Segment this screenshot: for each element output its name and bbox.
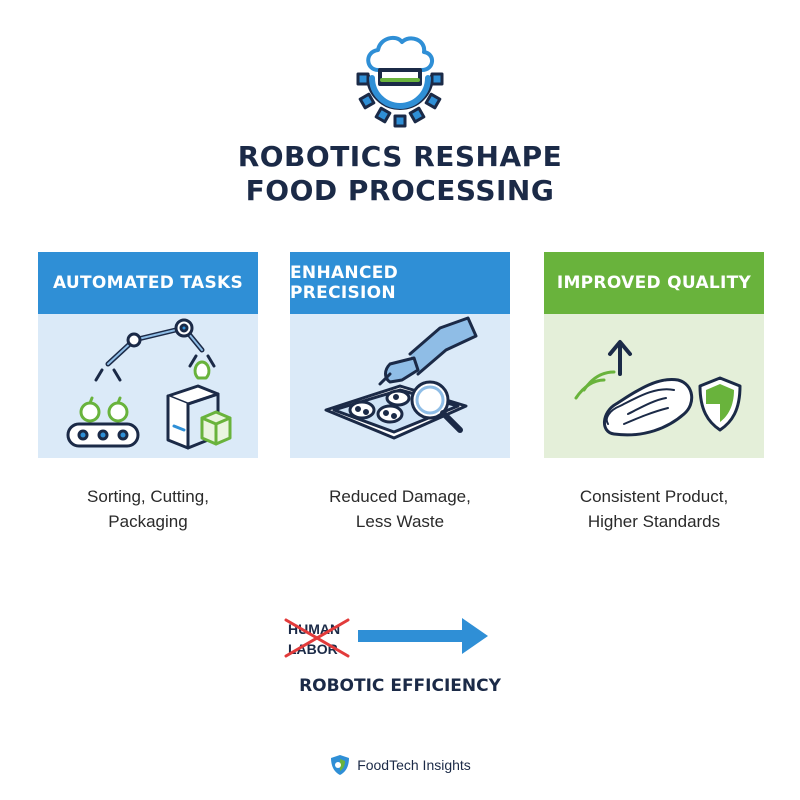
card-illustration: [38, 314, 258, 458]
page-title-line2: FOOD PROCESSING: [245, 174, 555, 207]
card-caption: Sorting, Cutting, Packaging: [38, 484, 258, 534]
robotic-efficiency-label: ROBOTIC EFFICIENCY: [299, 676, 501, 696]
steak-shield-icon: [574, 340, 742, 437]
card-caption: Reduced Damage, Less Waste: [290, 484, 510, 534]
footer: FoodTech Insights: [0, 754, 800, 776]
robotic-arm-conveyor-icon: [66, 318, 232, 450]
transition-graphic: HUMAN LABOR: [284, 618, 488, 658]
page-title-line1: ROBOTICS RESHAPE: [237, 140, 563, 173]
caption-line: Reduced Damage,: [329, 487, 471, 506]
caption-line: Consistent Product,: [579, 487, 729, 506]
caption-line: Packaging: [108, 512, 188, 531]
card-enhanced-precision: ENHANCED PRECISION: [290, 252, 510, 458]
card-header: AUTOMATED TASKS: [38, 252, 258, 314]
card-illustration: [544, 314, 764, 458]
card-caption: Consistent Product, Higher Standards: [544, 484, 764, 534]
footer-brand: FoodTech Insights: [357, 757, 471, 773]
shield-logo-icon: [331, 755, 350, 775]
chef-hat-gear-icon: [356, 35, 444, 128]
card-header: IMPROVED QUALITY: [544, 252, 764, 314]
caption-line: Higher Standards: [587, 512, 721, 531]
card-automated-tasks: AUTOMATED TASKS: [38, 252, 258, 458]
caption-line: Sorting, Cutting,: [87, 487, 209, 506]
cross-out-icon: [284, 618, 350, 658]
human-labor-line2: LABOR: [288, 641, 338, 657]
card-header: ENHANCED PRECISION: [290, 252, 510, 314]
caption-line: Less Waste: [355, 512, 445, 531]
robot-hand-magnifier-icon: [324, 316, 478, 440]
card-improved-quality: IMPROVED QUALITY: [544, 252, 764, 458]
card-illustration: [290, 314, 510, 458]
right-arrow-icon: [358, 618, 488, 654]
